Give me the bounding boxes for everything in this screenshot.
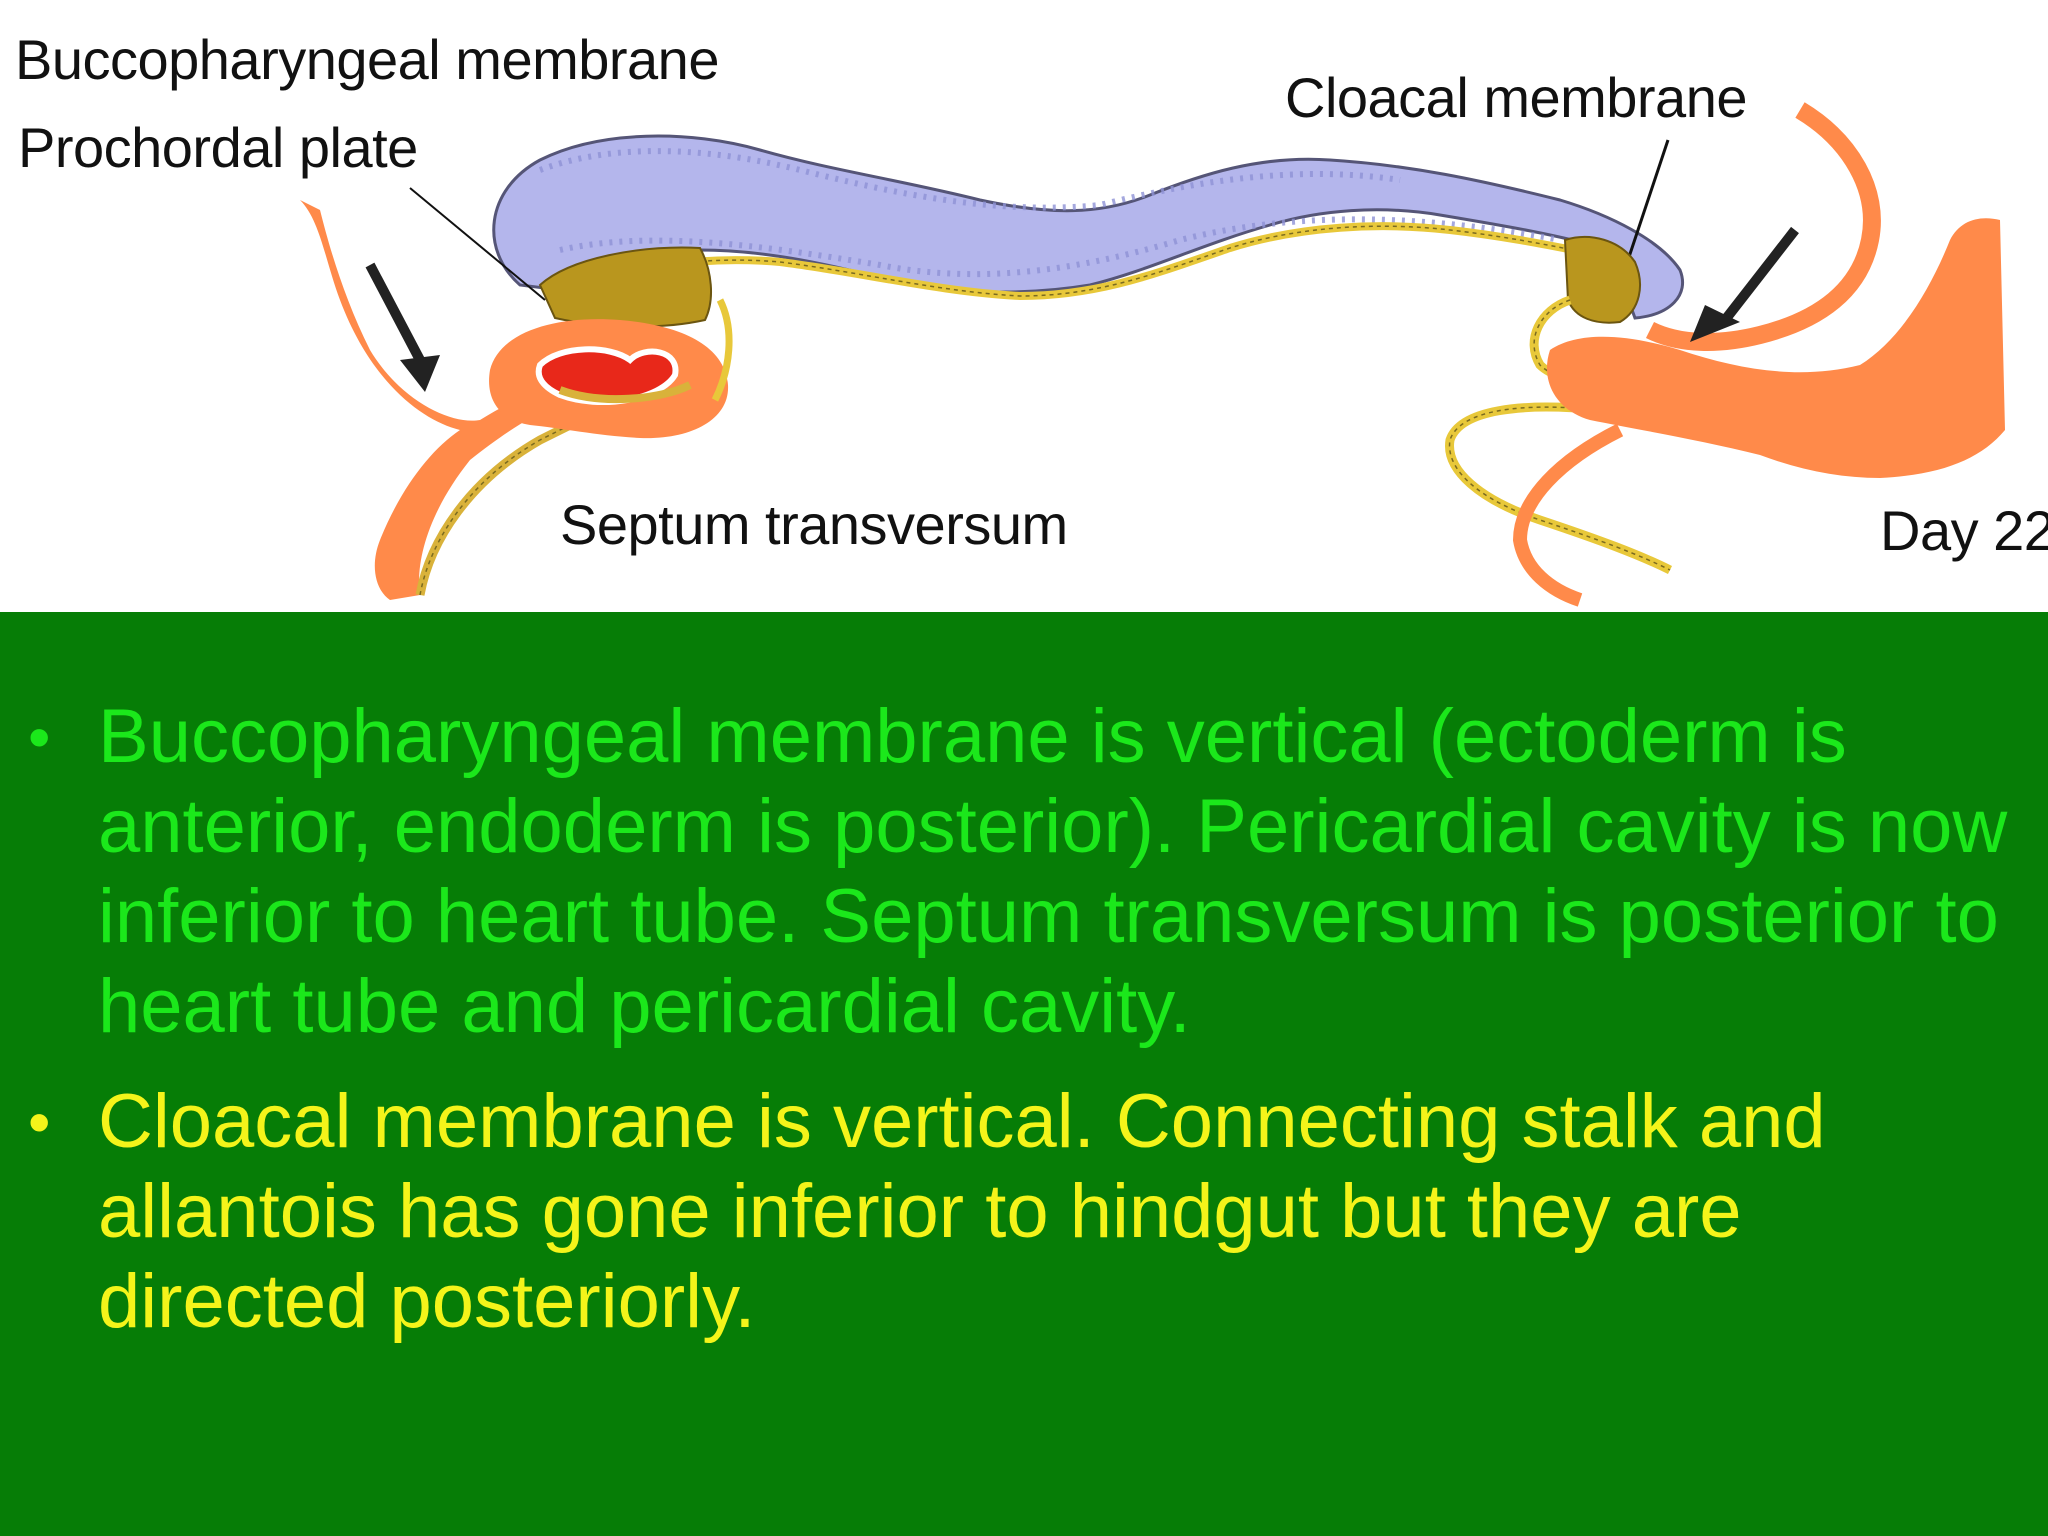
right-ectoderm-fold (1546, 218, 2005, 478)
bullet-list: • Buccopharyngeal membrane is vertical (… (0, 612, 2048, 1536)
label-cloacal-membrane: Cloacal membrane (1285, 66, 1747, 129)
left-fold-arrow (365, 262, 425, 363)
bullet-text: Buccopharyngeal membrane is vertical (ec… (98, 694, 2008, 1049)
right-fold-arrow (1721, 226, 1799, 324)
label-prochordal-plate: Prochordal plate (18, 116, 418, 179)
label-buccopharyngeal-membrane: Buccopharyngeal membrane (15, 28, 719, 91)
bullet-marker: • (28, 1086, 51, 1158)
bullet-marker: • (28, 701, 51, 773)
cloacal-membrane-block (1563, 236, 1641, 324)
embryo-illustration (300, 102, 2005, 607)
label-septum-transversum: Septum transversum (560, 493, 1068, 556)
bullet-text: Cloacal membrane is vertical. Connecting… (98, 1079, 1826, 1344)
heart-tube (535, 346, 679, 406)
embryo-folding-diagram: Buccopharyngeal membrane Prochordal plat… (0, 0, 2048, 612)
amnion-membrane (1645, 102, 1881, 351)
label-day: Day 22 (1880, 499, 2048, 562)
